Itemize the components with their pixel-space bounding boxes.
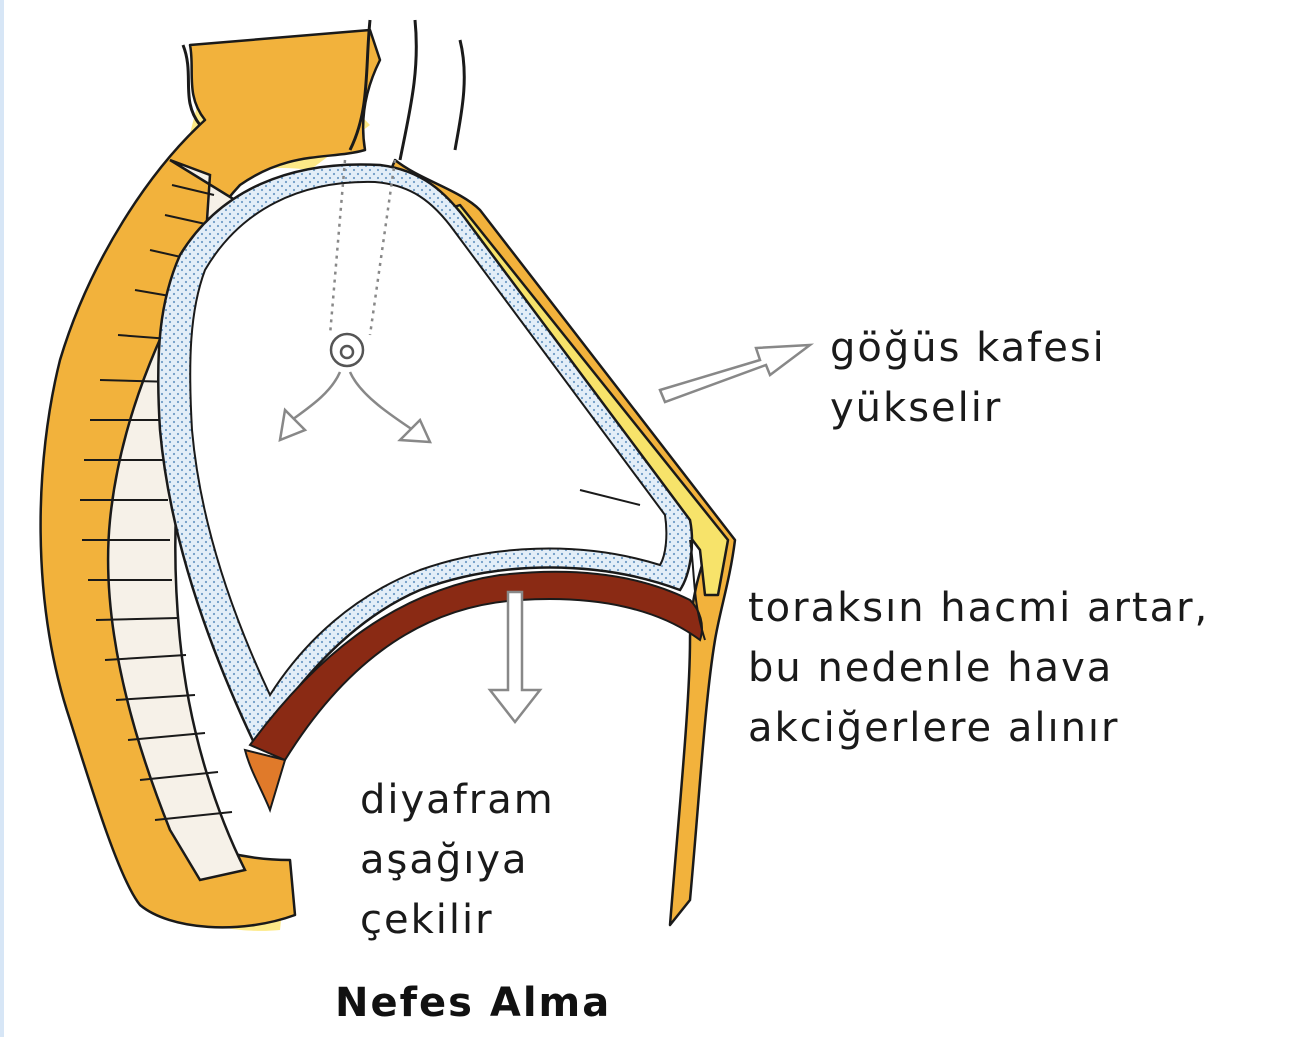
rib-cage-line-2: yükselir — [830, 378, 1106, 438]
diaphragm-line-1: diyafram — [360, 770, 555, 830]
diaphragm-line-2: aşağıya — [360, 830, 555, 890]
rib-cage-label: göğüs kafesi yükselir — [830, 318, 1106, 438]
downward-arrow — [490, 592, 540, 722]
diagram-caption: Nefes Alma — [335, 980, 611, 1026]
diaphragm-label: diyafram aşağıya çekilir — [360, 770, 555, 950]
diaphragm-line-3: çekilir — [360, 890, 555, 950]
thorax-volume-label: toraksın hacmi artar, bu nedenle hava ak… — [748, 578, 1209, 758]
thorax-line-3: akciğerlere alınır — [748, 698, 1209, 758]
diaphragm-rim — [245, 750, 285, 810]
rib-cage-line-1: göğüs kafesi — [830, 318, 1106, 378]
thorax-line-1: toraksın hacmi artar, — [748, 578, 1209, 638]
upward-arrow — [660, 345, 810, 402]
thorax-line-2: bu nedenle hava — [748, 638, 1209, 698]
